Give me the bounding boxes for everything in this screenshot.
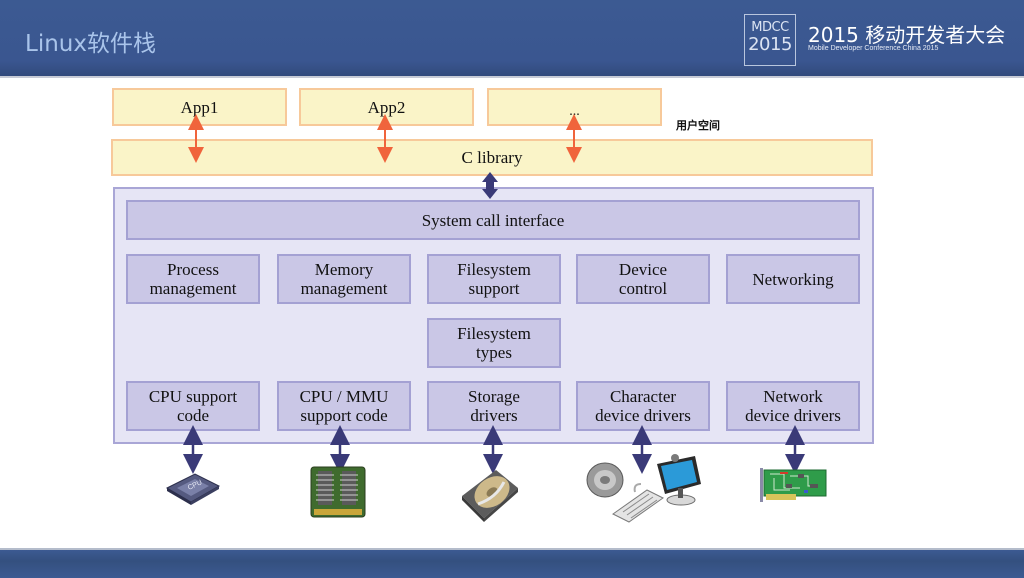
box-line2: types: [476, 343, 512, 362]
hard-disk-icon: [462, 470, 518, 522]
box-line2: management: [300, 279, 388, 298]
logo-line2: 2015: [748, 34, 792, 55]
box-line2: drivers: [470, 406, 518, 425]
box-line1: Memory: [314, 260, 374, 279]
box-line1: CPU support: [148, 387, 238, 406]
box-line2: management: [149, 279, 237, 298]
system-call-interface-box: System call interface: [126, 200, 860, 240]
box-line1: CPU / MMU: [299, 387, 389, 406]
box-line2: device drivers: [595, 406, 691, 425]
slide-footer: [0, 548, 1024, 578]
hardware-arrows: [183, 425, 805, 474]
box-line1: Filesystem: [457, 324, 531, 343]
memory-module-icon: [310, 466, 366, 518]
user-space-label: 用户空间: [676, 119, 720, 132]
box-line1: Storage: [468, 387, 520, 406]
app-label: ...: [569, 104, 580, 119]
logo-line1: MDCC: [751, 20, 789, 35]
box-line1: Character: [609, 387, 677, 406]
box-line1: Networking: [752, 269, 834, 289]
box-line2: support: [468, 279, 520, 298]
c-library-label: C library: [461, 148, 523, 167]
user-space-arrows: [188, 114, 582, 163]
box-line1: Filesystem: [457, 260, 531, 279]
mdcc-logo: MDCC 2015: [744, 14, 796, 66]
network-card-icon: [760, 468, 827, 502]
system-call-interface-label: System call interface: [421, 210, 565, 230]
box-line2: support code: [300, 406, 388, 425]
box-line1: Device: [618, 260, 668, 279]
app-label: App2: [367, 97, 406, 117]
networking-box: Networking: [726, 254, 860, 304]
box-line1: Process: [167, 260, 219, 279]
syscall-arrow: [482, 172, 498, 199]
box-line2: device drivers: [745, 406, 841, 425]
peripherals-icon: [586, 454, 701, 523]
cpu-chip-icon: CPU: [165, 473, 221, 505]
conference-title: 2015 移动开发者大会: [808, 23, 1006, 47]
monitor-icon: [657, 454, 701, 506]
keyboard-icon: [612, 483, 664, 523]
box-line1: Network: [763, 387, 823, 406]
slide-title: Linux软件栈: [25, 31, 156, 57]
app-label: App1: [180, 97, 219, 117]
conference-subtitle: Mobile Developer Conference China 2015: [808, 45, 939, 52]
box-line2: code: [176, 406, 210, 425]
box-line2: control: [618, 279, 668, 298]
speaker-icon: [586, 462, 624, 498]
slide-header: Linux软件栈 MDCC 2015 2015 移动开发者大会 Mobile D…: [0, 0, 1024, 78]
